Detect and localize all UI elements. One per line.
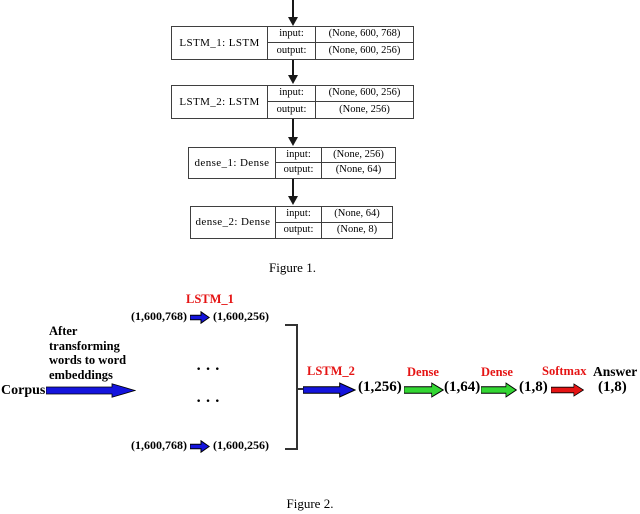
layer-name: dense_2: Dense xyxy=(191,207,276,238)
merge-bracket xyxy=(285,448,296,450)
output-shape: (None, 256) xyxy=(339,103,390,115)
merge-bracket xyxy=(298,388,306,390)
layer-box-lstm2: LSTM_2: LSTM input: (None, 600, 256) out… xyxy=(171,85,414,119)
lstm2-arrow-icon xyxy=(303,382,356,398)
layer-name: LSTM_1: LSTM xyxy=(172,27,268,59)
input-label: input: xyxy=(276,207,322,223)
figure1-caption: Figure 1. xyxy=(269,260,316,275)
corpus-label: Corpus xyxy=(1,383,46,398)
softmax-arrow-icon xyxy=(551,383,584,397)
output-shape: (None, 8) xyxy=(336,224,378,235)
note-line: After xyxy=(49,324,78,338)
figure2-caption: Figure 2. xyxy=(286,496,334,511)
shape-text: (1,8) xyxy=(598,379,627,395)
flow-arrow-icon xyxy=(190,310,210,324)
branch-row: (1,600,768) (1,600,256) xyxy=(131,309,269,324)
input-label: input: xyxy=(268,27,316,43)
note-line: transforming xyxy=(49,338,120,353)
input-shape: (None, 600, 256) xyxy=(316,86,413,102)
lstm2-label: LSTM_2 xyxy=(307,364,355,378)
output-label: output: xyxy=(276,163,322,178)
down-arrow-icon xyxy=(292,179,294,196)
layer-box-dense1: dense_1: Dense input: (None, 256) output… xyxy=(188,147,396,179)
note-line: words to word xyxy=(49,353,127,368)
flow-arrow-icon xyxy=(190,439,210,453)
layer-name: LSTM_2: LSTM xyxy=(172,86,268,118)
layer-box-lstm1: LSTM_1: LSTM input: (None, 600, 768) out… xyxy=(171,26,414,60)
shape-text: (1,600,256) xyxy=(213,309,269,323)
output-label: output: xyxy=(268,102,316,118)
input-label: input: xyxy=(276,148,322,163)
input-shape: (None, 64) xyxy=(322,207,392,223)
output-shape: (None, 600, 256) xyxy=(328,44,401,56)
lstm1-label: LSTM_1 xyxy=(186,292,234,306)
input-label: input: xyxy=(268,86,316,102)
dense-arrow-icon xyxy=(481,382,517,398)
merge-bracket xyxy=(285,324,296,326)
down-arrow-icon xyxy=(292,60,294,75)
output-shape: (None, 64) xyxy=(335,164,382,176)
dense-label: Dense xyxy=(481,365,513,379)
branch-row: (1,600,768) (1,600,256) xyxy=(131,438,269,453)
shape-text: (1,600,768) xyxy=(131,309,187,323)
dense-arrow-icon xyxy=(404,382,444,398)
softmax-label: Softmax xyxy=(542,364,587,378)
corpus-arrow-icon xyxy=(46,383,136,398)
answer-label: Answer xyxy=(593,364,638,379)
shape-text: (1,64) xyxy=(444,379,481,395)
shape-text: (1,600,768) xyxy=(131,438,187,452)
dense-label: Dense xyxy=(407,365,439,379)
down-arrow-icon xyxy=(292,119,294,137)
output-label: output: xyxy=(276,222,322,238)
input-shape: (None, 600, 768) xyxy=(316,27,413,43)
shape-text: (1,600,256) xyxy=(213,438,269,452)
shape-text: (1,8) xyxy=(519,379,548,395)
transform-note: After transforming words to word embeddi… xyxy=(49,324,126,382)
merge-bracket xyxy=(296,324,298,450)
layer-name: dense_1: Dense xyxy=(189,148,276,178)
note-line: embeddings xyxy=(49,367,113,382)
layer-box-dense2: dense_2: Dense input: (None, 64) output:… xyxy=(190,206,393,239)
output-label: output: xyxy=(268,43,316,59)
input-shape: (None, 256) xyxy=(322,148,395,163)
down-arrow-icon xyxy=(292,0,294,17)
ellipsis: ··· xyxy=(196,361,225,378)
shape-text: (1,256) xyxy=(358,379,402,395)
ellipsis: ··· xyxy=(196,393,225,410)
